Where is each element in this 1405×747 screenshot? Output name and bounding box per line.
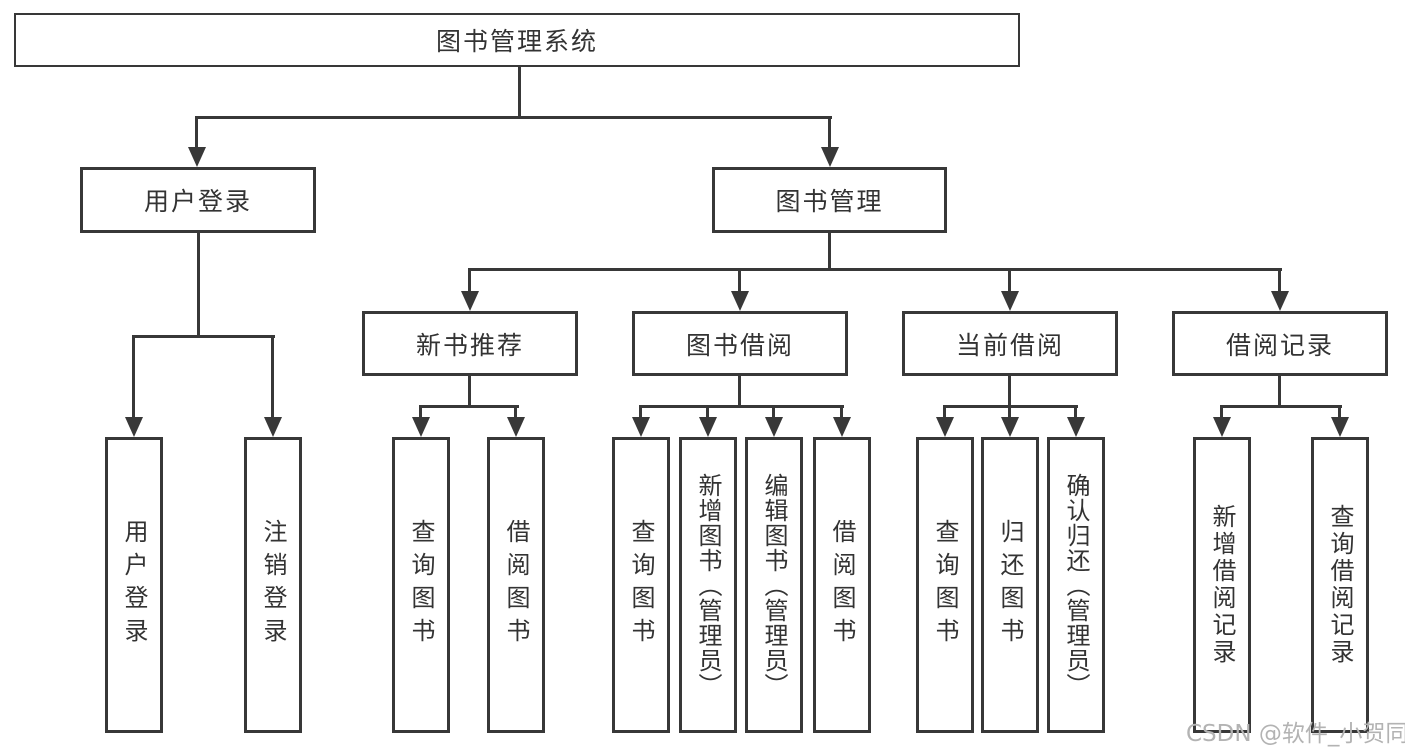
- connector-vline: [271, 335, 274, 418]
- leaf-label: 查询图书: [931, 519, 959, 651]
- node-label: 当前借阅: [955, 330, 1064, 360]
- leaf-label: 借阅图书: [502, 519, 530, 651]
- connector-vline: [1278, 374, 1281, 408]
- arrowhead-down-icon: [821, 147, 839, 167]
- connector-vline: [1008, 405, 1011, 419]
- leaf-label: 确认归还（管理员）: [1062, 472, 1090, 698]
- arrowhead-down-icon: [1331, 417, 1349, 437]
- leaf-label: 借阅图书: [828, 519, 856, 651]
- leaf-borrow-books-recommend: 借阅图书: [487, 437, 545, 733]
- arrowhead-down-icon: [699, 417, 717, 437]
- connector-vline: [514, 405, 517, 419]
- connector-vline: [828, 116, 831, 150]
- leaf-query-books-current: 查询图书: [916, 437, 974, 733]
- connector-vline: [706, 405, 709, 419]
- arrowhead-down-icon: [264, 417, 282, 437]
- node-book-management: 图书管理: [712, 167, 947, 233]
- node-label: 新书推荐: [415, 330, 524, 360]
- connector-vline: [1338, 405, 1341, 419]
- connector-vline: [772, 405, 775, 419]
- connector-vline: [468, 268, 471, 294]
- node-current-borrowing: 当前借阅: [902, 311, 1118, 376]
- connector-vline: [419, 405, 422, 419]
- node-borrowing-records: 借阅记录: [1172, 311, 1388, 376]
- arrowhead-down-icon: [188, 147, 206, 167]
- node-label: 图书管理系统: [435, 27, 598, 56]
- leaf-label: 归还图书: [996, 519, 1024, 651]
- leaf-query-borrow-record: 查询借阅记录: [1311, 437, 1369, 733]
- connector-vline: [840, 405, 843, 419]
- csdn-watermark: CSDN @软件_小贺同学: [1186, 721, 1405, 747]
- arrowhead-down-icon: [1001, 291, 1019, 311]
- arrowhead-down-icon: [1271, 291, 1289, 311]
- node-label: 图书管理: [775, 187, 884, 216]
- leaf-label: 注销登录: [259, 519, 287, 651]
- connector-vline: [1008, 268, 1011, 294]
- arrowhead-down-icon: [765, 417, 783, 437]
- leaf-confirm-return-admin: 确认归还（管理员）: [1047, 437, 1105, 733]
- arrowhead-down-icon: [1001, 417, 1019, 437]
- leaf-label: 编辑图书（管理员）: [760, 472, 788, 698]
- leaf-add-books-admin: 新增图书（管理员）: [679, 437, 737, 733]
- connector-vline: [195, 116, 198, 150]
- leaf-label: 用户登录: [120, 519, 148, 651]
- connector-vline: [943, 405, 946, 419]
- leaf-add-borrow-record: 新增借阅记录: [1193, 437, 1251, 733]
- arrowhead-down-icon: [833, 417, 851, 437]
- leaf-label: 查询借阅记录: [1326, 504, 1354, 666]
- node-book-borrowing: 图书借阅: [632, 311, 848, 376]
- arrowhead-down-icon: [461, 291, 479, 311]
- node-label: 借阅记录: [1225, 330, 1334, 360]
- leaf-edit-books-admin: 编辑图书（管理员）: [745, 437, 803, 733]
- leaf-query-books-recommend: 查询图书: [392, 437, 450, 733]
- leaf-query-books-borrow: 查询图书: [612, 437, 670, 733]
- connector-vline: [828, 231, 831, 271]
- connector-vline: [1074, 405, 1077, 419]
- leaf-return-books: 归还图书: [981, 437, 1039, 733]
- arrowhead-down-icon: [632, 417, 650, 437]
- node-label: 图书借阅: [685, 330, 794, 360]
- connector-hline: [132, 335, 275, 338]
- connector-vline: [197, 231, 200, 338]
- leaf-borrow-books: 借阅图书: [813, 437, 871, 733]
- leaf-label: 新增借阅记录: [1208, 504, 1236, 666]
- arrowhead-down-icon: [125, 417, 143, 437]
- arrowhead-down-icon: [936, 417, 954, 437]
- connector-vline: [468, 374, 471, 408]
- node-label: 用户登录: [143, 187, 252, 216]
- connector-vline: [1278, 268, 1281, 294]
- connector-vline: [1008, 374, 1011, 408]
- connector-vline: [738, 374, 741, 408]
- connector-hline: [639, 405, 844, 408]
- connector-vline: [738, 268, 741, 294]
- connector-vline: [518, 65, 521, 119]
- connector-vline: [132, 335, 135, 418]
- arrowhead-down-icon: [507, 417, 525, 437]
- arrowhead-down-icon: [1067, 417, 1085, 437]
- connector-vline: [1220, 405, 1223, 419]
- arrowhead-down-icon: [412, 417, 430, 437]
- leaf-logout: 注销登录: [244, 437, 302, 733]
- connector-vline: [639, 405, 642, 419]
- leaf-label: 查询图书: [627, 519, 655, 651]
- arrowhead-down-icon: [1213, 417, 1231, 437]
- node-user-login: 用户登录: [80, 167, 316, 233]
- node-new-book-recommendation: 新书推荐: [362, 311, 578, 376]
- connector-hline: [468, 268, 1282, 271]
- arrowhead-down-icon: [731, 291, 749, 311]
- connector-hline: [419, 405, 519, 408]
- connector-hline: [196, 116, 832, 119]
- leaf-label: 新增图书（管理员）: [694, 472, 722, 698]
- node-library-management-system: 图书管理系统: [14, 13, 1020, 67]
- leaf-label: 查询图书: [407, 519, 435, 651]
- connector-hline: [1220, 405, 1342, 408]
- leaf-user-login: 用户登录: [105, 437, 163, 733]
